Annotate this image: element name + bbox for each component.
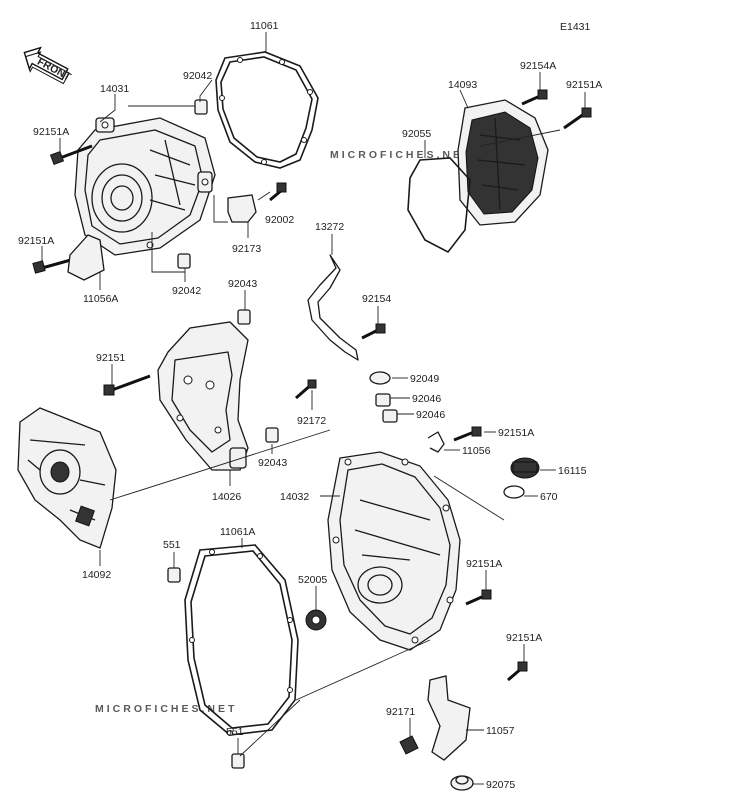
front-arrow-icon: FRONT [23,46,73,85]
callout: 551 [226,726,244,738]
callout: 92046 [412,393,441,405]
cover-14026 [157,321,249,471]
callout: 92154A [520,60,556,72]
callout: 92055 [402,128,431,140]
plate-13272 [307,254,359,361]
callout: 92075 [486,779,515,791]
callout: 92151A [498,427,534,439]
gasket-11061 [215,51,319,169]
callout: 92043 [258,457,287,469]
front-label: FRONT [35,56,73,84]
callout: 92173 [232,243,261,255]
gasket-92055 [407,157,471,254]
callout: 11056A [83,293,118,305]
callout: 92151 [96,352,125,364]
callout: 92043 [228,278,257,290]
bolt-92172 [295,379,317,400]
leader-lines [41,32,586,785]
callout: 92151A [18,235,54,247]
bolt-92151A-left-top [49,144,93,166]
callout: 11057 [486,725,515,737]
callout: 92049 [410,373,439,385]
bolt-92154A [521,89,548,106]
cover-14093 [457,99,549,226]
dowel-92043-bottom [265,427,279,443]
callout: 92042 [172,285,201,297]
cover-14032 [327,451,461,651]
callout: 670 [540,491,558,503]
callout: 14026 [212,491,241,503]
dowel-92043-top [237,309,251,325]
bolt-92154 [361,323,386,340]
pulsar-cover-14031 [74,117,216,256]
callout: 551 [163,539,181,551]
gasket-11061A [184,544,299,736]
bolt-92151A-mid [453,426,482,442]
diagram-code: E1431 [560,21,591,33]
dowel-92042-bottom [177,253,191,269]
bolt-92151A-lower-2 [507,661,528,682]
callout: 14093 [448,79,477,91]
callout: 92151A [506,632,542,644]
o-ring-670 [503,485,525,499]
seal-92049 [369,371,391,385]
callout: 92151A [466,558,502,570]
callout: 52005 [298,574,327,586]
dowel-92042-top [194,99,208,115]
watermark-top: MICROFICHES.NET [330,149,472,161]
callout: 11061A [220,526,255,538]
bushing-92046-a [375,393,391,407]
clamp-92171 [399,735,419,755]
bolt-92002 [269,182,287,202]
callout: 92172 [297,415,326,427]
dowel-551-bottom [231,753,245,769]
dowel-551-top [167,567,181,583]
bolt-92151A-right-top [563,107,592,130]
callout: 11056 [462,445,491,457]
callout-labels: 11061 92042 14031 92151A 92002 92173 921… [18,20,602,791]
watermark-bottom: MICROFICHES.NET [95,703,237,715]
callout: 14032 [280,491,309,503]
callout: 11061 [250,20,279,32]
callout: 92171 [386,706,415,718]
callout: 92002 [265,214,294,226]
callout: 92151A [566,79,602,91]
callout: 14031 [100,83,129,95]
callout: 92154 [362,293,391,305]
callout: 92042 [183,70,212,82]
callout: 92151A [33,126,69,138]
bushing-92046-b [382,409,398,423]
bracket-11056A [67,234,105,281]
callout: 13272 [315,221,344,233]
callout: 16115 [558,465,587,477]
grommet-92075 [450,775,474,791]
callout: 14092 [82,569,111,581]
clip-11056 [427,431,445,453]
bracket-11057 [427,675,471,761]
cover-14092 [17,407,117,549]
bolt-92151A-lower-1 [465,589,492,606]
clamp-92173 [227,194,257,223]
bolt-92151 [103,374,151,396]
callout: 92046 [416,409,445,421]
plug-16115 [510,457,540,479]
